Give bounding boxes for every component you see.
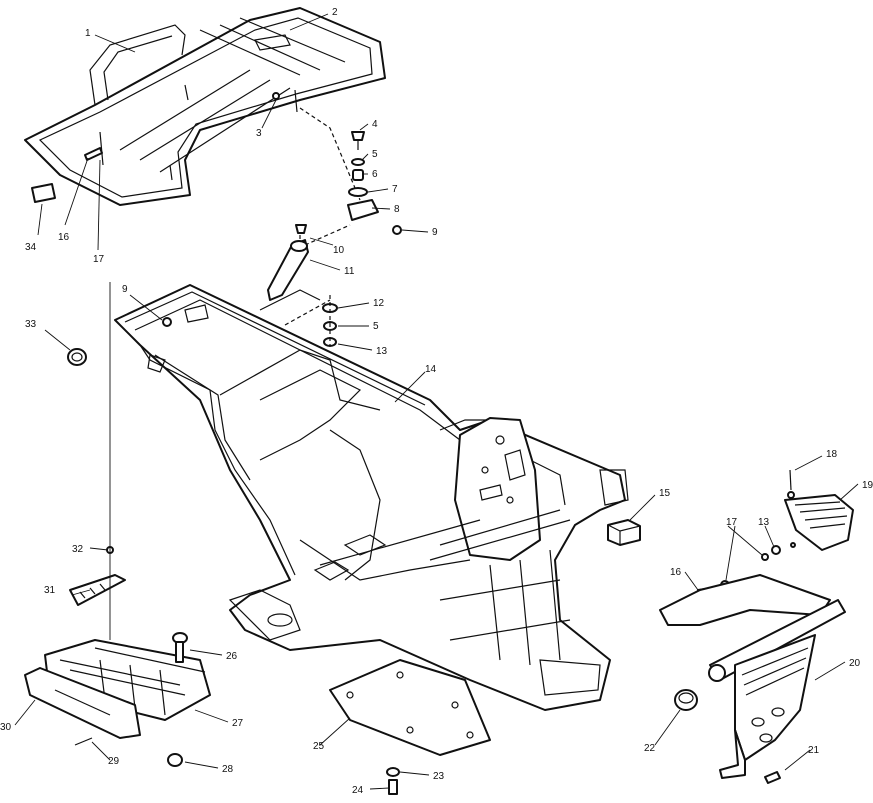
skid-plate-bolt — [386, 767, 400, 795]
callout-6: 6 — [372, 169, 378, 180]
block-15 — [607, 519, 641, 546]
front-bumper — [659, 574, 846, 779]
callout-16-front: 16 — [670, 567, 682, 578]
rack-latch — [84, 131, 104, 166]
callout-1: 1 — [85, 28, 91, 39]
callout-32: 32 — [72, 544, 84, 555]
pin-29 — [74, 737, 93, 746]
callout-labels: 1 2 3 4 5 6 7 8 9 10 11 9 12 5 13 33 14 … — [0, 7, 873, 796]
callout-16: 16 — [58, 232, 70, 243]
callout-19: 19 — [862, 480, 873, 491]
main-frame — [114, 284, 629, 711]
callout-24: 24 — [352, 785, 364, 796]
leader-lines — [14, 13, 859, 790]
callout-8: 8 — [394, 204, 400, 215]
callout-15: 15 — [659, 488, 671, 499]
rear-rack — [24, 7, 386, 206]
callout-31: 31 — [44, 585, 56, 596]
callout-30: 30 — [0, 722, 12, 733]
bumper-bolt — [764, 771, 781, 784]
callout-9: 9 — [432, 227, 438, 238]
rear-footrest-bracket — [69, 546, 126, 606]
callout-23: 23 — [433, 771, 445, 782]
frame-nut — [162, 317, 172, 327]
callout-26: 26 — [226, 651, 238, 662]
washer-nut-stack — [284, 295, 338, 347]
callout-13: 13 — [376, 346, 388, 357]
callout-5: 5 — [372, 149, 378, 160]
callout-20: 20 — [849, 658, 861, 669]
callout-5-lower: 5 — [373, 321, 379, 332]
callout-33: 33 — [25, 319, 37, 330]
callout-7: 7 — [392, 184, 398, 195]
callout-28: 28 — [222, 764, 234, 775]
callout-11: 11 — [344, 266, 355, 277]
callout-29: 29 — [108, 756, 120, 767]
callout-3: 3 — [256, 128, 262, 139]
callout-34: 34 — [25, 242, 37, 253]
callout-17: 17 — [93, 254, 105, 265]
callout-22: 22 — [644, 743, 656, 754]
rear-footwell — [24, 639, 211, 739]
callout-4: 4 — [372, 119, 378, 130]
nut-28 — [167, 753, 183, 767]
callout-2: 2 — [332, 7, 338, 18]
skid-plate — [329, 659, 491, 756]
mount-hardware-stack — [272, 92, 402, 246]
callout-21: 21 — [808, 745, 820, 756]
bolt-26 — [172, 632, 188, 663]
callout-18: 18 — [826, 449, 838, 460]
callout-14: 14 — [425, 364, 437, 375]
callout-13-front: 13 — [758, 517, 770, 528]
callout-17-front: 17 — [726, 517, 738, 528]
callout-25: 25 — [313, 741, 325, 752]
rear-strut — [267, 239, 309, 301]
callout-12: 12 — [373, 298, 385, 309]
frame-plug — [67, 348, 87, 366]
callout-9-frame: 9 — [122, 284, 128, 295]
callout-27: 27 — [232, 718, 244, 729]
callout-10: 10 — [333, 245, 345, 256]
footrest — [784, 469, 854, 551]
bumper-knob — [674, 689, 698, 711]
rack-decal — [31, 183, 56, 203]
